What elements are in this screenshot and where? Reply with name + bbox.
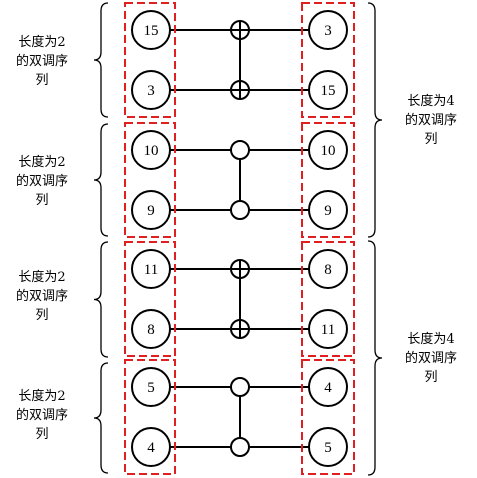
right-brace	[367, 240, 383, 476]
left-group-label-line: 列	[35, 193, 49, 208]
left-group-label-line: 列	[35, 73, 49, 88]
output-value: 5	[324, 440, 332, 456]
left-brace	[93, 362, 109, 474]
input-value: 4	[147, 440, 155, 456]
output-value: 11	[321, 322, 335, 338]
input-node	[131, 427, 171, 467]
input-pair-box	[124, 2, 176, 118]
input-node	[131, 130, 171, 170]
output-value: 10	[321, 143, 336, 159]
right-group-label-line: 的双调序	[404, 351, 457, 366]
right-group-label-line: 长度为4	[407, 94, 455, 109]
input-node	[131, 249, 171, 289]
input-node	[131, 190, 171, 230]
left-brace	[93, 2, 109, 118]
output-pair-box	[301, 2, 355, 118]
output-pair-box	[301, 241, 355, 357]
comparator-node	[230, 377, 250, 397]
right-group-label-line: 的双调序	[404, 113, 457, 128]
output-node	[308, 427, 348, 467]
right-group-label-line: 列	[424, 132, 438, 147]
left-group-label: 长度为2 的双调序列	[0, 153, 84, 210]
input-value: 9	[147, 203, 155, 219]
output-pair-box	[301, 122, 355, 238]
output-node	[308, 367, 348, 407]
input-value: 11	[144, 262, 158, 278]
input-value: 8	[147, 322, 155, 338]
input-value: 15	[144, 23, 159, 39]
output-value: 15	[321, 83, 336, 99]
left-group-label-line: 的双调序	[15, 289, 68, 304]
left-brace	[93, 123, 109, 237]
left-group-label-line: 的双调序	[15, 408, 68, 423]
output-node	[308, 10, 348, 50]
right-group-label: 长度为4 的双调序列	[388, 92, 474, 149]
left-group-label-line: 长度为2	[18, 389, 66, 404]
group-braces	[93, 2, 383, 476]
left-group-label: 长度为2 的双调序列	[0, 387, 84, 444]
left-group-label-line: 列	[35, 308, 49, 323]
right-brace	[367, 2, 383, 238]
value-nodes: 15 3 3 15 10 10 9 9 11 8 8 11 5 4 4 5	[131, 10, 348, 467]
comparator-symbols	[230, 20, 250, 457]
output-node	[308, 249, 348, 289]
comparator-node	[230, 140, 250, 160]
input-node	[131, 10, 171, 50]
left-group-label-line: 的双调序	[15, 54, 68, 69]
right-group-label-line: 列	[424, 370, 438, 385]
output-value: 9	[324, 203, 332, 219]
output-node	[308, 70, 348, 110]
input-pair-box	[124, 122, 176, 238]
input-pair-box	[124, 359, 176, 475]
left-group-label: 长度为2 的双调序列	[0, 33, 84, 90]
input-value: 10	[144, 143, 159, 159]
comparator-node	[230, 200, 250, 220]
left-brace	[93, 241, 109, 358]
output-value: 4	[324, 380, 332, 396]
input-node	[131, 70, 171, 110]
output-value: 3	[324, 23, 332, 39]
input-value: 5	[147, 380, 155, 396]
input-node	[131, 309, 171, 349]
input-pair-box	[124, 241, 176, 357]
output-pair-box	[301, 359, 355, 475]
right-group-label: 长度为4 的双调序列	[388, 330, 474, 387]
left-group-label-line: 长度为2	[18, 155, 66, 170]
left-group-label-line: 长度为2	[18, 35, 66, 50]
output-node	[308, 309, 348, 349]
left-group-label: 长度为2 的双调序列	[0, 268, 84, 325]
output-node	[308, 190, 348, 230]
left-group-label-line: 的双调序	[15, 174, 68, 189]
left-group-label-line: 长度为2	[18, 270, 66, 285]
input-node	[131, 367, 171, 407]
input-value: 3	[147, 83, 155, 99]
comparator-node	[230, 437, 250, 457]
left-group-label-line: 列	[35, 427, 49, 442]
output-node	[308, 130, 348, 170]
dashed-boxes	[124, 2, 355, 475]
output-value: 8	[324, 262, 332, 278]
right-group-label-line: 长度为4	[407, 332, 455, 347]
